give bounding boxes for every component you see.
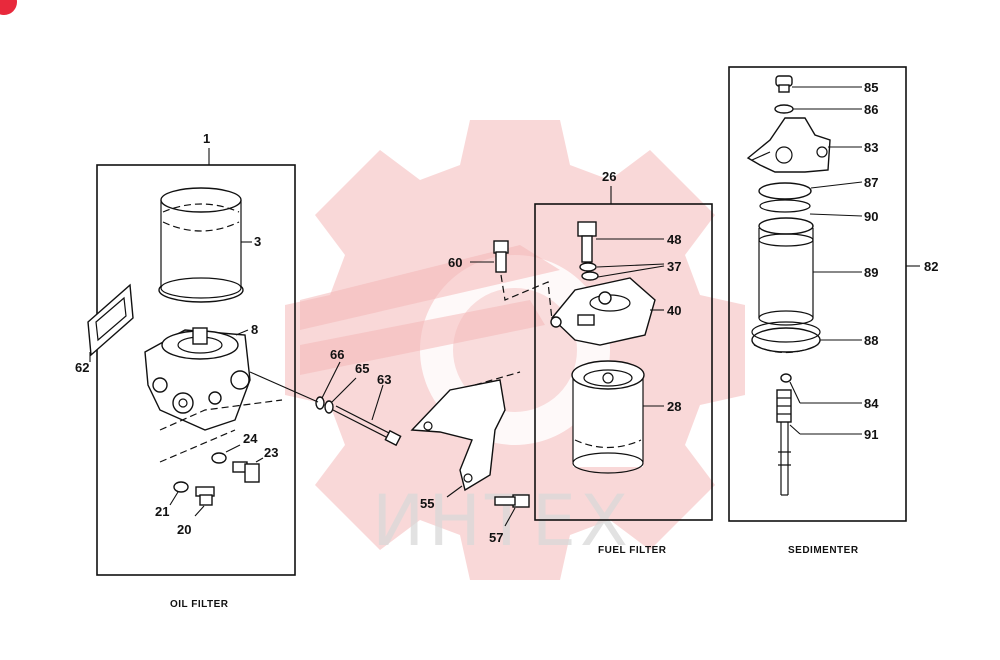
watermark-text: ИНТЕХ [372, 480, 632, 562]
plug-85 [775, 75, 793, 93]
bolt-63 [315, 396, 402, 447]
callout-83: 83 [864, 140, 878, 155]
sedimenter-frame [728, 66, 907, 522]
mounting-bracket-55 [410, 379, 506, 492]
oil-filter-head [144, 327, 283, 463]
callout-90: 90 [864, 209, 878, 224]
callout-85: 85 [864, 80, 878, 95]
banjo-bolt-60 [493, 240, 509, 273]
fuel-filter-cartridge [571, 360, 645, 474]
callout-8: 8 [251, 322, 258, 337]
callout-40: 40 [667, 303, 681, 318]
o-ring-24 [211, 452, 227, 464]
callout-60: 60 [448, 255, 462, 270]
callout-91: 91 [864, 427, 878, 442]
callout-88: 88 [864, 333, 878, 348]
o-ring-84 [780, 373, 792, 383]
callout-20: 20 [177, 522, 191, 537]
callout-62: 62 [75, 360, 89, 375]
fuel-filter-caption: FUEL FILTER [598, 545, 667, 556]
plug-23 [232, 461, 260, 483]
group-number-oil-filter: 1 [203, 131, 210, 146]
o-ring-21 [173, 481, 189, 493]
oil-filter-frame [96, 164, 296, 576]
oil-filter-cartridge [158, 187, 244, 303]
callout-66: 66 [330, 347, 344, 362]
group-number-sedimenter: 82 [924, 259, 938, 274]
o-ring-87 [758, 182, 812, 200]
callout-87: 87 [864, 175, 878, 190]
oil-filter-gasket [87, 283, 134, 357]
ring-90 [759, 199, 811, 213]
oil-filter-caption: OIL FILTER [170, 599, 229, 610]
callout-37: 37 [667, 259, 681, 274]
watermark-gear-logo [285, 120, 745, 580]
fuel-filter-frame [534, 203, 713, 521]
callout-24: 24 [243, 431, 258, 446]
group-number-fuel-filter: 26 [602, 169, 616, 184]
callout-89: 89 [864, 265, 878, 280]
washer-37b [581, 271, 599, 281]
sedimenter-caption: SEDIMENTER [788, 545, 859, 556]
callout-86: 86 [864, 102, 878, 117]
bolt-48 [577, 221, 597, 263]
callout-28: 28 [667, 399, 681, 414]
sedimenter-bowl [758, 217, 814, 326]
corner-badge [0, 0, 17, 15]
plug-20 [195, 486, 215, 506]
callout-63: 63 [377, 372, 391, 387]
callout-3: 3 [254, 234, 261, 249]
washer-86 [774, 104, 794, 114]
callout-23: 23 [264, 445, 278, 460]
bolt-57 [494, 494, 530, 508]
callout-55: 55 [420, 496, 434, 511]
drain-plug-91 [776, 389, 792, 496]
sedimenter-head [746, 117, 831, 173]
washer-37a [579, 262, 597, 272]
callout-21: 21 [155, 504, 169, 519]
callout-57: 57 [489, 530, 503, 545]
callout-65: 65 [355, 361, 369, 376]
callout-48: 48 [667, 232, 681, 247]
fuel-filter-head [550, 277, 656, 346]
retaining-ring-88 [751, 321, 821, 354]
callout-84: 84 [864, 396, 879, 411]
